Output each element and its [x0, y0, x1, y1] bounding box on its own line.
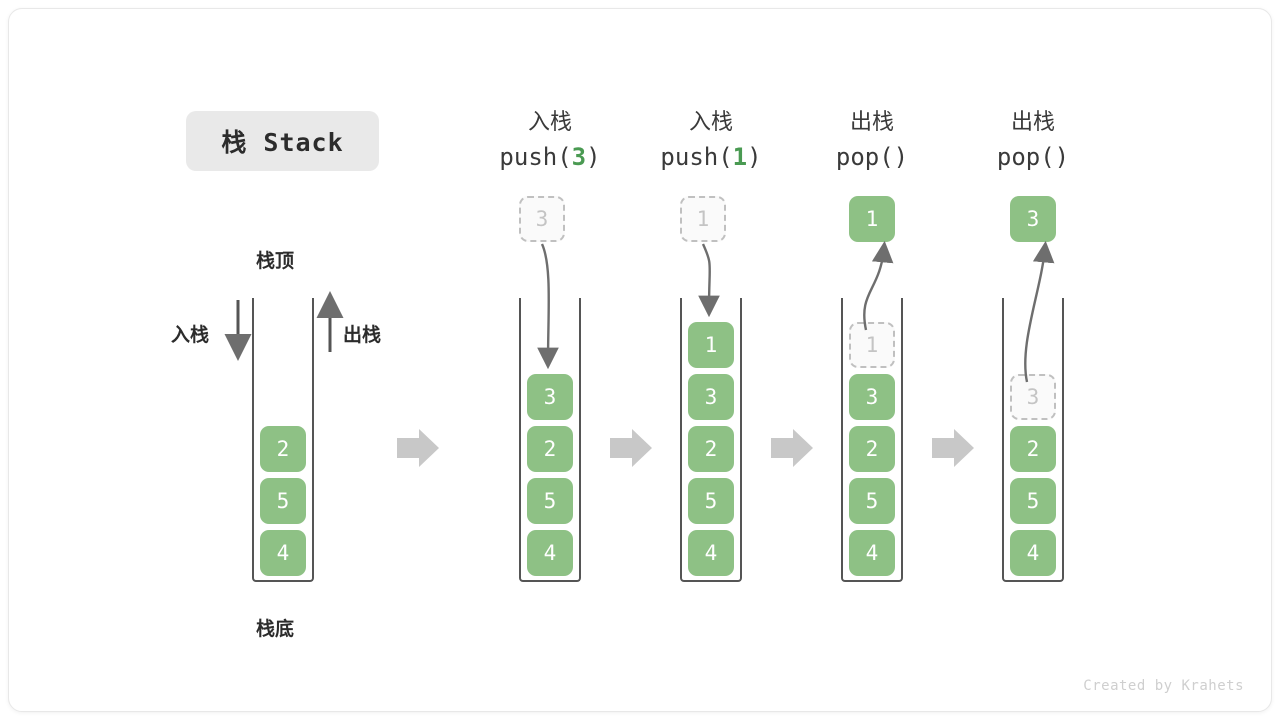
- stack-cell: 3: [688, 374, 734, 420]
- stack-cell: 4: [527, 530, 573, 576]
- step-header: 入栈 push(3): [485, 106, 615, 174]
- step-operation-value: 3: [571, 143, 587, 171]
- stack-cell: 5: [527, 478, 573, 524]
- step-stack: 3 2 5 4: [1002, 298, 1064, 582]
- next-step-arrow-icon: [771, 429, 813, 467]
- step-operation-value: 1: [732, 143, 748, 171]
- stack-cell: 4: [1010, 530, 1056, 576]
- step-operation-cn: 出栈: [849, 110, 894, 135]
- stack-cell: 4: [688, 530, 734, 576]
- stack-cell: 2: [688, 426, 734, 472]
- pop-direction-label: 出栈: [343, 324, 382, 346]
- step-operation-code: push(3): [499, 143, 601, 171]
- stack-cell: 2: [527, 426, 573, 472]
- step-header: 入栈 push(1): [646, 106, 776, 174]
- stack-wall: [680, 298, 742, 582]
- stack-wall: [519, 298, 581, 582]
- step-operation-code: push(1): [660, 143, 762, 171]
- stack-cell: 5: [688, 478, 734, 524]
- stack-cell: 5: [849, 478, 895, 524]
- stack-cell: 2: [849, 426, 895, 472]
- step-operation-cn: 入栈: [688, 110, 733, 135]
- stack-bottom-label: 栈底: [256, 618, 295, 640]
- step-operation-code: pop(): [835, 143, 909, 171]
- stack-wall: [252, 298, 314, 582]
- push-direction-label: 入栈: [171, 324, 210, 346]
- step-stack: 1 3 2 5 4: [680, 298, 742, 582]
- stack-cell: 5: [260, 478, 306, 524]
- next-step-arrow-icon: [932, 429, 974, 467]
- step-operation-code: pop(): [996, 143, 1070, 171]
- step-operation-cn: 出栈: [1010, 110, 1055, 135]
- step-header: 出栈 pop(): [807, 106, 937, 174]
- reference-stack: 2 5 4: [252, 298, 314, 582]
- stack-cell: 3: [849, 374, 895, 420]
- stack-cell: 2: [1010, 426, 1056, 472]
- stack-cell-ghost: 1: [849, 322, 895, 368]
- step-header: 出栈 pop(): [968, 106, 1098, 174]
- floating-cell: 3: [1010, 196, 1056, 242]
- stack-cell: 4: [849, 530, 895, 576]
- title-text: 栈 Stack: [221, 128, 344, 157]
- stack-cell: 3: [527, 374, 573, 420]
- stack-cell: 4: [260, 530, 306, 576]
- stack-cell: 5: [1010, 478, 1056, 524]
- step-operation-cn: 入栈: [527, 110, 572, 135]
- watermark: Created by Krahets: [1083, 678, 1244, 694]
- floating-cell-ghost: 3: [519, 196, 565, 242]
- step-stack: 3 2 5 4: [519, 298, 581, 582]
- stack-cell: 1: [688, 322, 734, 368]
- step-stack: 1 3 2 5 4: [841, 298, 903, 582]
- flow-arrows: [537, 240, 1055, 383]
- floating-cell: 1: [849, 196, 895, 242]
- stack-cell-ghost: 3: [1010, 374, 1056, 420]
- stack-wall: [841, 298, 903, 582]
- floating-cell-ghost: 1: [680, 196, 726, 242]
- stack-wall: [1002, 298, 1064, 582]
- next-step-arrow-icon: [610, 429, 652, 467]
- next-step-arrow-icon: [397, 429, 439, 467]
- stack-cell: 2: [260, 426, 306, 472]
- stack-top-label: 栈顶: [256, 250, 295, 272]
- title-badge: 栈 Stack: [186, 111, 379, 171]
